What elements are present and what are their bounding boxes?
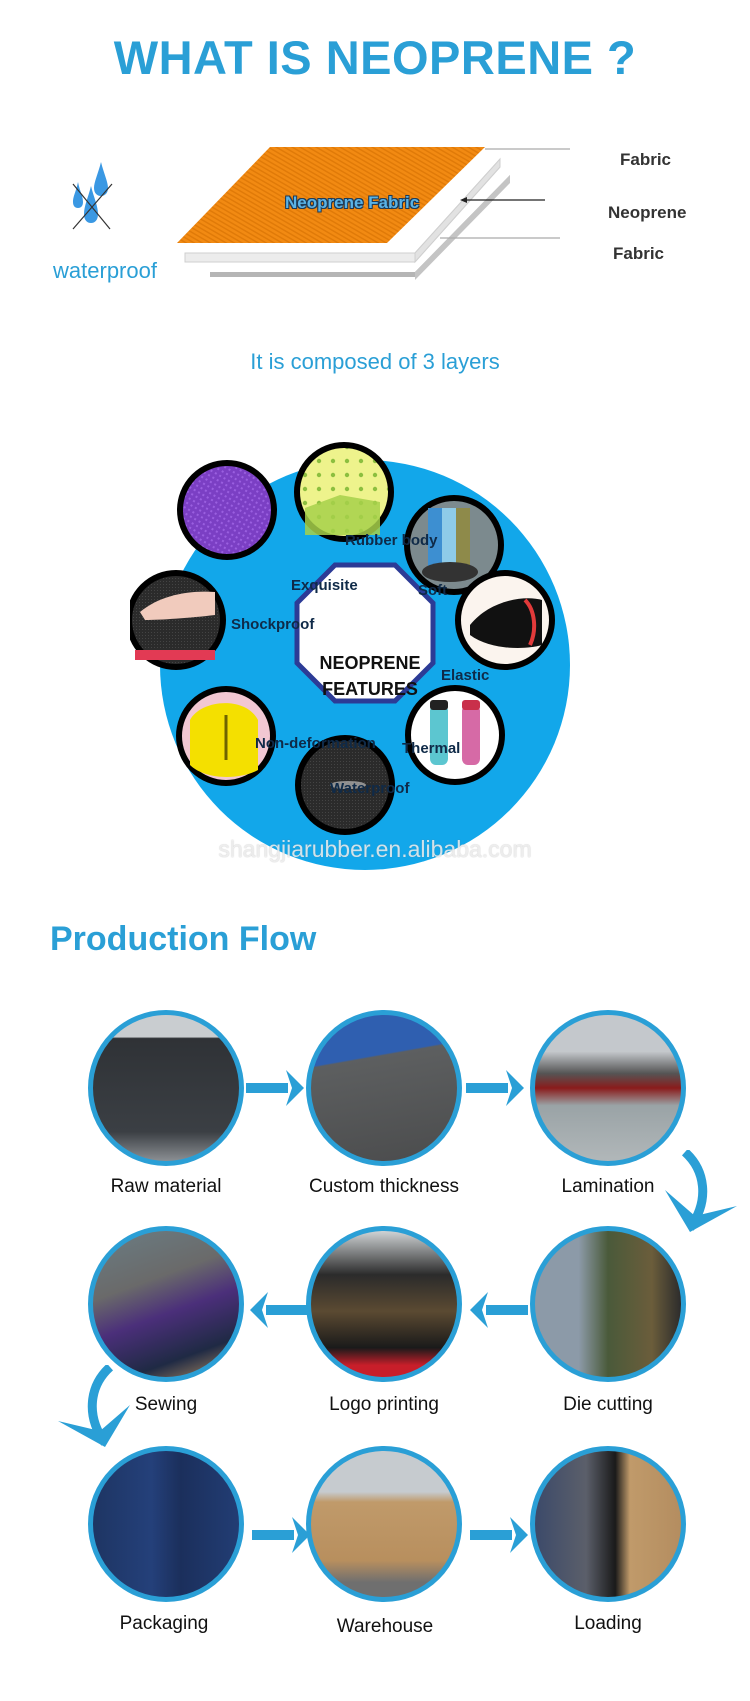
feature-label-shockproof: Shockproof	[231, 616, 315, 633]
step-label-logo-printing: Logo printing	[329, 1394, 439, 1415]
step-image-warehouse	[306, 1446, 462, 1602]
flow-arrow-left-2	[470, 1292, 528, 1328]
flow-arrow-curve-down-left	[58, 1365, 130, 1447]
feature-label-non-deformation: Non-deformation	[255, 735, 376, 752]
feature-label-waterproof: Waterproof	[330, 780, 410, 797]
feature-image-rubber-body	[294, 442, 394, 542]
center-octagon	[294, 562, 436, 704]
flow-arrow-right-3	[252, 1517, 310, 1553]
feature-image-waterproof	[295, 735, 395, 835]
feature-label-thermal: Thermal	[402, 740, 461, 757]
fabric-layers-diagram	[177, 147, 570, 280]
feature-image-soft	[404, 495, 504, 595]
waterproof-label: waterproof	[53, 258, 157, 283]
step-image-packaging	[88, 1446, 244, 1602]
step-label-raw-material: Raw material	[110, 1176, 222, 1197]
flow-arrow-right-2	[466, 1070, 524, 1106]
step-image-sewing	[88, 1226, 244, 1382]
flow-arrow-right-1	[246, 1070, 304, 1106]
center-title-line1: NEOPRENE	[319, 653, 421, 673]
feature-image-elastic	[455, 570, 555, 670]
watermark: shangjiarubber.en.alibaba.com	[218, 836, 532, 862]
step-label-loading: Loading	[574, 1613, 642, 1634]
neoprene-fabric-label: Neoprene Fabric	[285, 193, 420, 212]
flow-arrow-left-1	[250, 1292, 308, 1328]
step-image-loading	[530, 1446, 686, 1602]
page-title: WHAT IS NEOPRENE ?	[113, 31, 637, 84]
top-fabric-layer	[177, 147, 485, 243]
step-label-lamination: Lamination	[561, 1176, 655, 1197]
feature-label-exquisite: Exquisite	[291, 577, 358, 594]
feature-image-thermal	[405, 685, 505, 785]
step-image-die-cutting	[530, 1226, 686, 1382]
step-label-die-cutting: Die cutting	[563, 1394, 653, 1415]
feature-label-rubber-body: Rubber body	[345, 532, 438, 549]
step-label-packaging: Packaging	[119, 1613, 209, 1634]
layer-label-top-fabric: Fabric	[620, 150, 672, 169]
step-image-custom-thickness	[306, 1010, 462, 1166]
step-image-logo-printing	[306, 1226, 462, 1382]
feature-image-non-deformation	[176, 686, 276, 786]
production-flow-title: Production Flow	[50, 920, 317, 958]
flow-arrow-curve-down-right	[665, 1150, 737, 1232]
features-center-title: NEOPRENE FEATURES	[310, 650, 430, 702]
feature-image-exquisite	[177, 460, 277, 560]
step-label-warehouse: Warehouse	[336, 1616, 434, 1637]
step-label-custom-thickness: Custom thickness	[309, 1176, 459, 1197]
feature-image-shockproof	[130, 570, 226, 670]
feature-label-elastic: Elastic	[441, 667, 490, 684]
center-title-line2: FEATURES	[322, 679, 418, 699]
neoprene-features-diagram	[130, 442, 570, 870]
layers-caption: It is composed of 3 layers	[250, 349, 500, 374]
flow-arrow-right-4	[470, 1517, 528, 1553]
step-label-sewing: Sewing	[134, 1394, 198, 1415]
layer-label-neoprene: Neoprene	[608, 203, 687, 222]
step-image-lamination	[530, 1010, 686, 1166]
step-image-raw-material	[88, 1010, 244, 1166]
feature-label-soft: Soft	[418, 582, 448, 599]
waterproof-drops-icon	[72, 162, 113, 230]
layer-label-bottom-fabric: Fabric	[613, 244, 665, 263]
